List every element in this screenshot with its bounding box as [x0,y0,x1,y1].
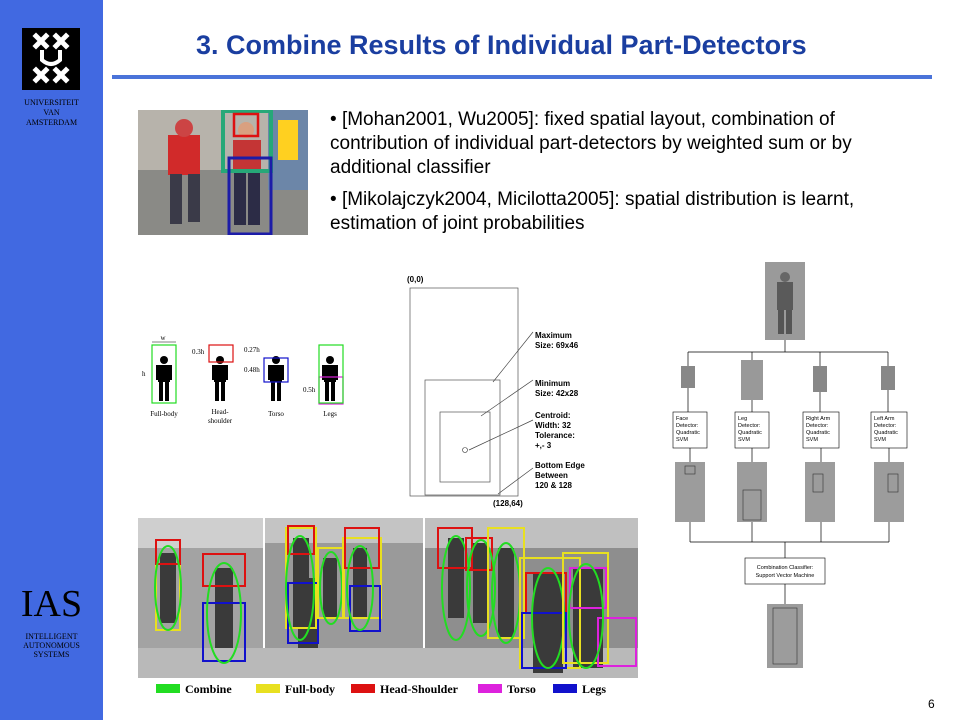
minimum-line-1: Minimum [535,379,570,388]
left-arm-line-1: Left Arm [874,416,895,422]
maximum-line-1: Maximum [535,331,572,340]
minimum-line-2: Size: 42x28 [535,389,579,398]
origin-label: (0,0) [407,275,424,284]
bottom-line-2: Between [535,471,568,480]
left-arm-line-4: SVM [874,437,886,443]
left-arm-line-2: Detector: [874,423,897,429]
combination-line-2: Support Vector Machine [756,573,815,579]
leg-line-2: Detector: [738,423,761,429]
dim-0-3h: 0.3h [192,348,205,356]
combination-line-1: Combination Classifier: [757,565,814,571]
w-label: w [160,334,166,342]
centroid-line-2: Width: 32 [535,421,571,430]
ias-label: IAS [20,583,83,625]
ias-sub-line-1: INTELLIGENT [25,632,78,641]
h-label: h [142,370,146,378]
page-number: 6 [928,697,935,711]
legend-head-shoulder: Head-Shoulder [380,682,459,696]
maximum-line-2: Size: 69x46 [535,341,579,350]
dim-0-27h: 0.27h [244,346,260,354]
university-name: UNIVERSITEIT VAN AMSTERDAM [0,98,103,128]
face-line-2: Detector: [676,423,699,429]
ias-subtitle: INTELLIGENT AUTONOMOUS SYSTEMS [0,632,103,659]
bullet-list: [Mohan2001, Wu2005]: fixed spatial layou… [330,108,935,244]
right-arm-line-3: Quadratic [806,430,830,436]
ias-sub-line-2: AUTONOMOUS [23,641,80,650]
dim-0-48h: 0.48h [244,366,260,374]
label-torso: Torso [268,410,284,418]
pedestrian-photo [138,110,308,235]
face-line-3: Quadratic [676,430,700,436]
bullet-item: [Mikolajczyk2004, Micilotta2005]: spatia… [330,188,935,236]
leg-line-3: Quadratic [738,430,762,436]
sidebar: UNIVERSITEIT VAN AMSTERDAM IAS INTELLIGE… [0,0,103,720]
face-line-4: SVM [676,437,688,443]
label-shoulder: shoulder [208,417,233,425]
legend-full-body: Full-body [285,682,335,696]
dim-0-5h: 0.5h [303,386,316,394]
face-line-1: Face [676,416,688,422]
title-rule [112,75,932,79]
university-line-3: AMSTERDAM [25,118,78,127]
legend-combine: Combine [185,682,232,696]
right-arm-line-1: Right Arm [806,416,831,422]
slide-title: 3. Combine Results of Individual Part-De… [196,30,807,60]
university-line-1: UNIVERSITEIT [24,98,79,107]
centroid-line-1: Centroid: [535,411,571,420]
part-types-figure: w h 0.3h 0.27h 0.48h 0.5h Full-body Head… [142,334,344,425]
label-legs: Legs [323,410,337,418]
bullet-item: [Mohan2001, Wu2005]: fixed spatial layou… [330,108,935,180]
spatial-layout-figure: (0,0) Maximum Size: 69x46 Minimum Size: … [407,275,585,508]
legend-torso: Torso [507,682,536,696]
corner-label: (128,64) [493,499,523,508]
centroid-line-4: +,- 3 [535,441,552,450]
ias-sub-line-3: SYSTEMS [33,650,70,659]
left-arm-line-3: Quadratic [874,430,898,436]
bottom-line-3: 120 & 128 [535,481,572,490]
university-logo [22,28,80,90]
right-arm-line-2: Detector: [806,423,829,429]
centroid-line-3: Tolerance: [535,431,575,440]
label-full-body: Full-body [150,410,178,418]
university-line-2: VAN [43,108,60,117]
leg-line-1: Leg [738,416,747,422]
right-arm-line-4: SVM [806,437,818,443]
bottom-line-1: Bottom Edge [535,461,585,470]
detector-tree-figure: Face Detector: Quadratic SVM Leg Detecto… [672,262,908,668]
label-head: Head- [211,408,229,416]
legend-legs: Legs [582,682,606,696]
detection-results-figure: Combine Full-body Head-Shoulder Torso Le… [138,518,638,696]
leg-line-4: SVM [738,437,750,443]
